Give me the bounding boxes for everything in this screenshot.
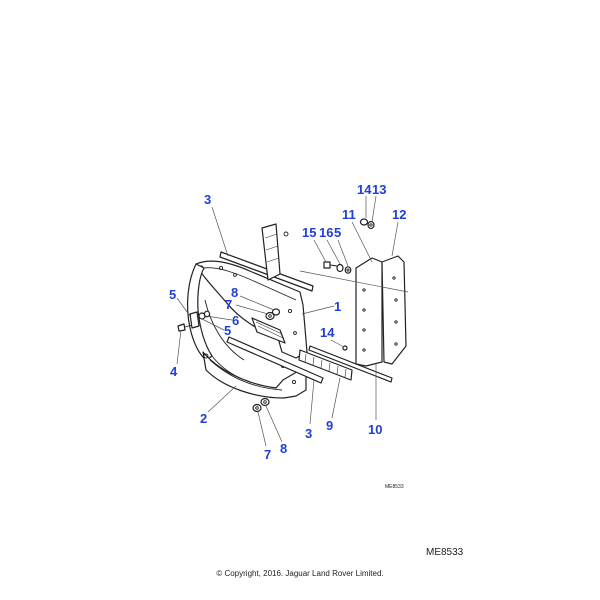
lower-washers: [252, 397, 270, 413]
callout-15[interactable]: 15: [302, 225, 316, 240]
long-rod-part: [308, 345, 393, 383]
callout-5-left-bottom[interactable]: 5: [224, 323, 231, 338]
drawing-code: ME8533: [426, 547, 464, 558]
callout-7-lower[interactable]: 7: [264, 447, 271, 462]
upper-shroud-part: [195, 260, 308, 361]
callout-10[interactable]: 10: [368, 422, 382, 437]
callout-3-bottom[interactable]: 3: [305, 426, 312, 441]
callout-5-right[interactable]: 5: [334, 225, 341, 240]
small-drawing-code: ME8533: [385, 484, 404, 490]
top-fasteners: [359, 218, 375, 230]
callout-4[interactable]: 4: [170, 364, 178, 379]
callout-5-left-top[interactable]: 5: [169, 287, 176, 302]
upper-washers: [265, 308, 281, 321]
callout-12[interactable]: 12: [392, 207, 406, 222]
bottom-strip-part: [226, 336, 324, 384]
leader-lines: [176, 195, 409, 447]
callout-8-upper[interactable]: 8: [231, 285, 238, 300]
callout-9[interactable]: 9: [326, 418, 333, 433]
lower-shroud-part: [202, 351, 307, 399]
callout-1[interactable]: 1: [334, 299, 341, 314]
callout-3-top[interactable]: 3: [204, 192, 211, 207]
side-fasteners: [323, 261, 352, 274]
callout-16[interactable]: 16: [319, 225, 333, 240]
inner-bracket-part: [251, 317, 286, 344]
side-panel-part: [355, 257, 383, 367]
left-fasteners: [177, 310, 211, 332]
callout-6[interactable]: 6: [232, 313, 239, 328]
callout-14-top[interactable]: 14: [357, 182, 372, 197]
callout-labels: 3 1 2 3 4 5 5 6 7 8 7 8 9 10 11 12 13 14…: [169, 182, 406, 462]
callout-2[interactable]: 2: [200, 411, 207, 426]
callout-13[interactable]: 13: [372, 182, 386, 197]
upper-seal-part: [261, 223, 289, 281]
callout-14-lower[interactable]: 14: [320, 325, 335, 340]
callout-8-lower[interactable]: 8: [280, 441, 287, 456]
copyright-notice: © Copyright, 2016. Jaguar Land Rover Lim…: [216, 569, 384, 578]
end-plate-part: [381, 255, 407, 365]
lower-seal-part: [298, 349, 353, 381]
callout-11[interactable]: 11: [342, 207, 356, 222]
callout-7-upper[interactable]: 7: [225, 297, 232, 312]
